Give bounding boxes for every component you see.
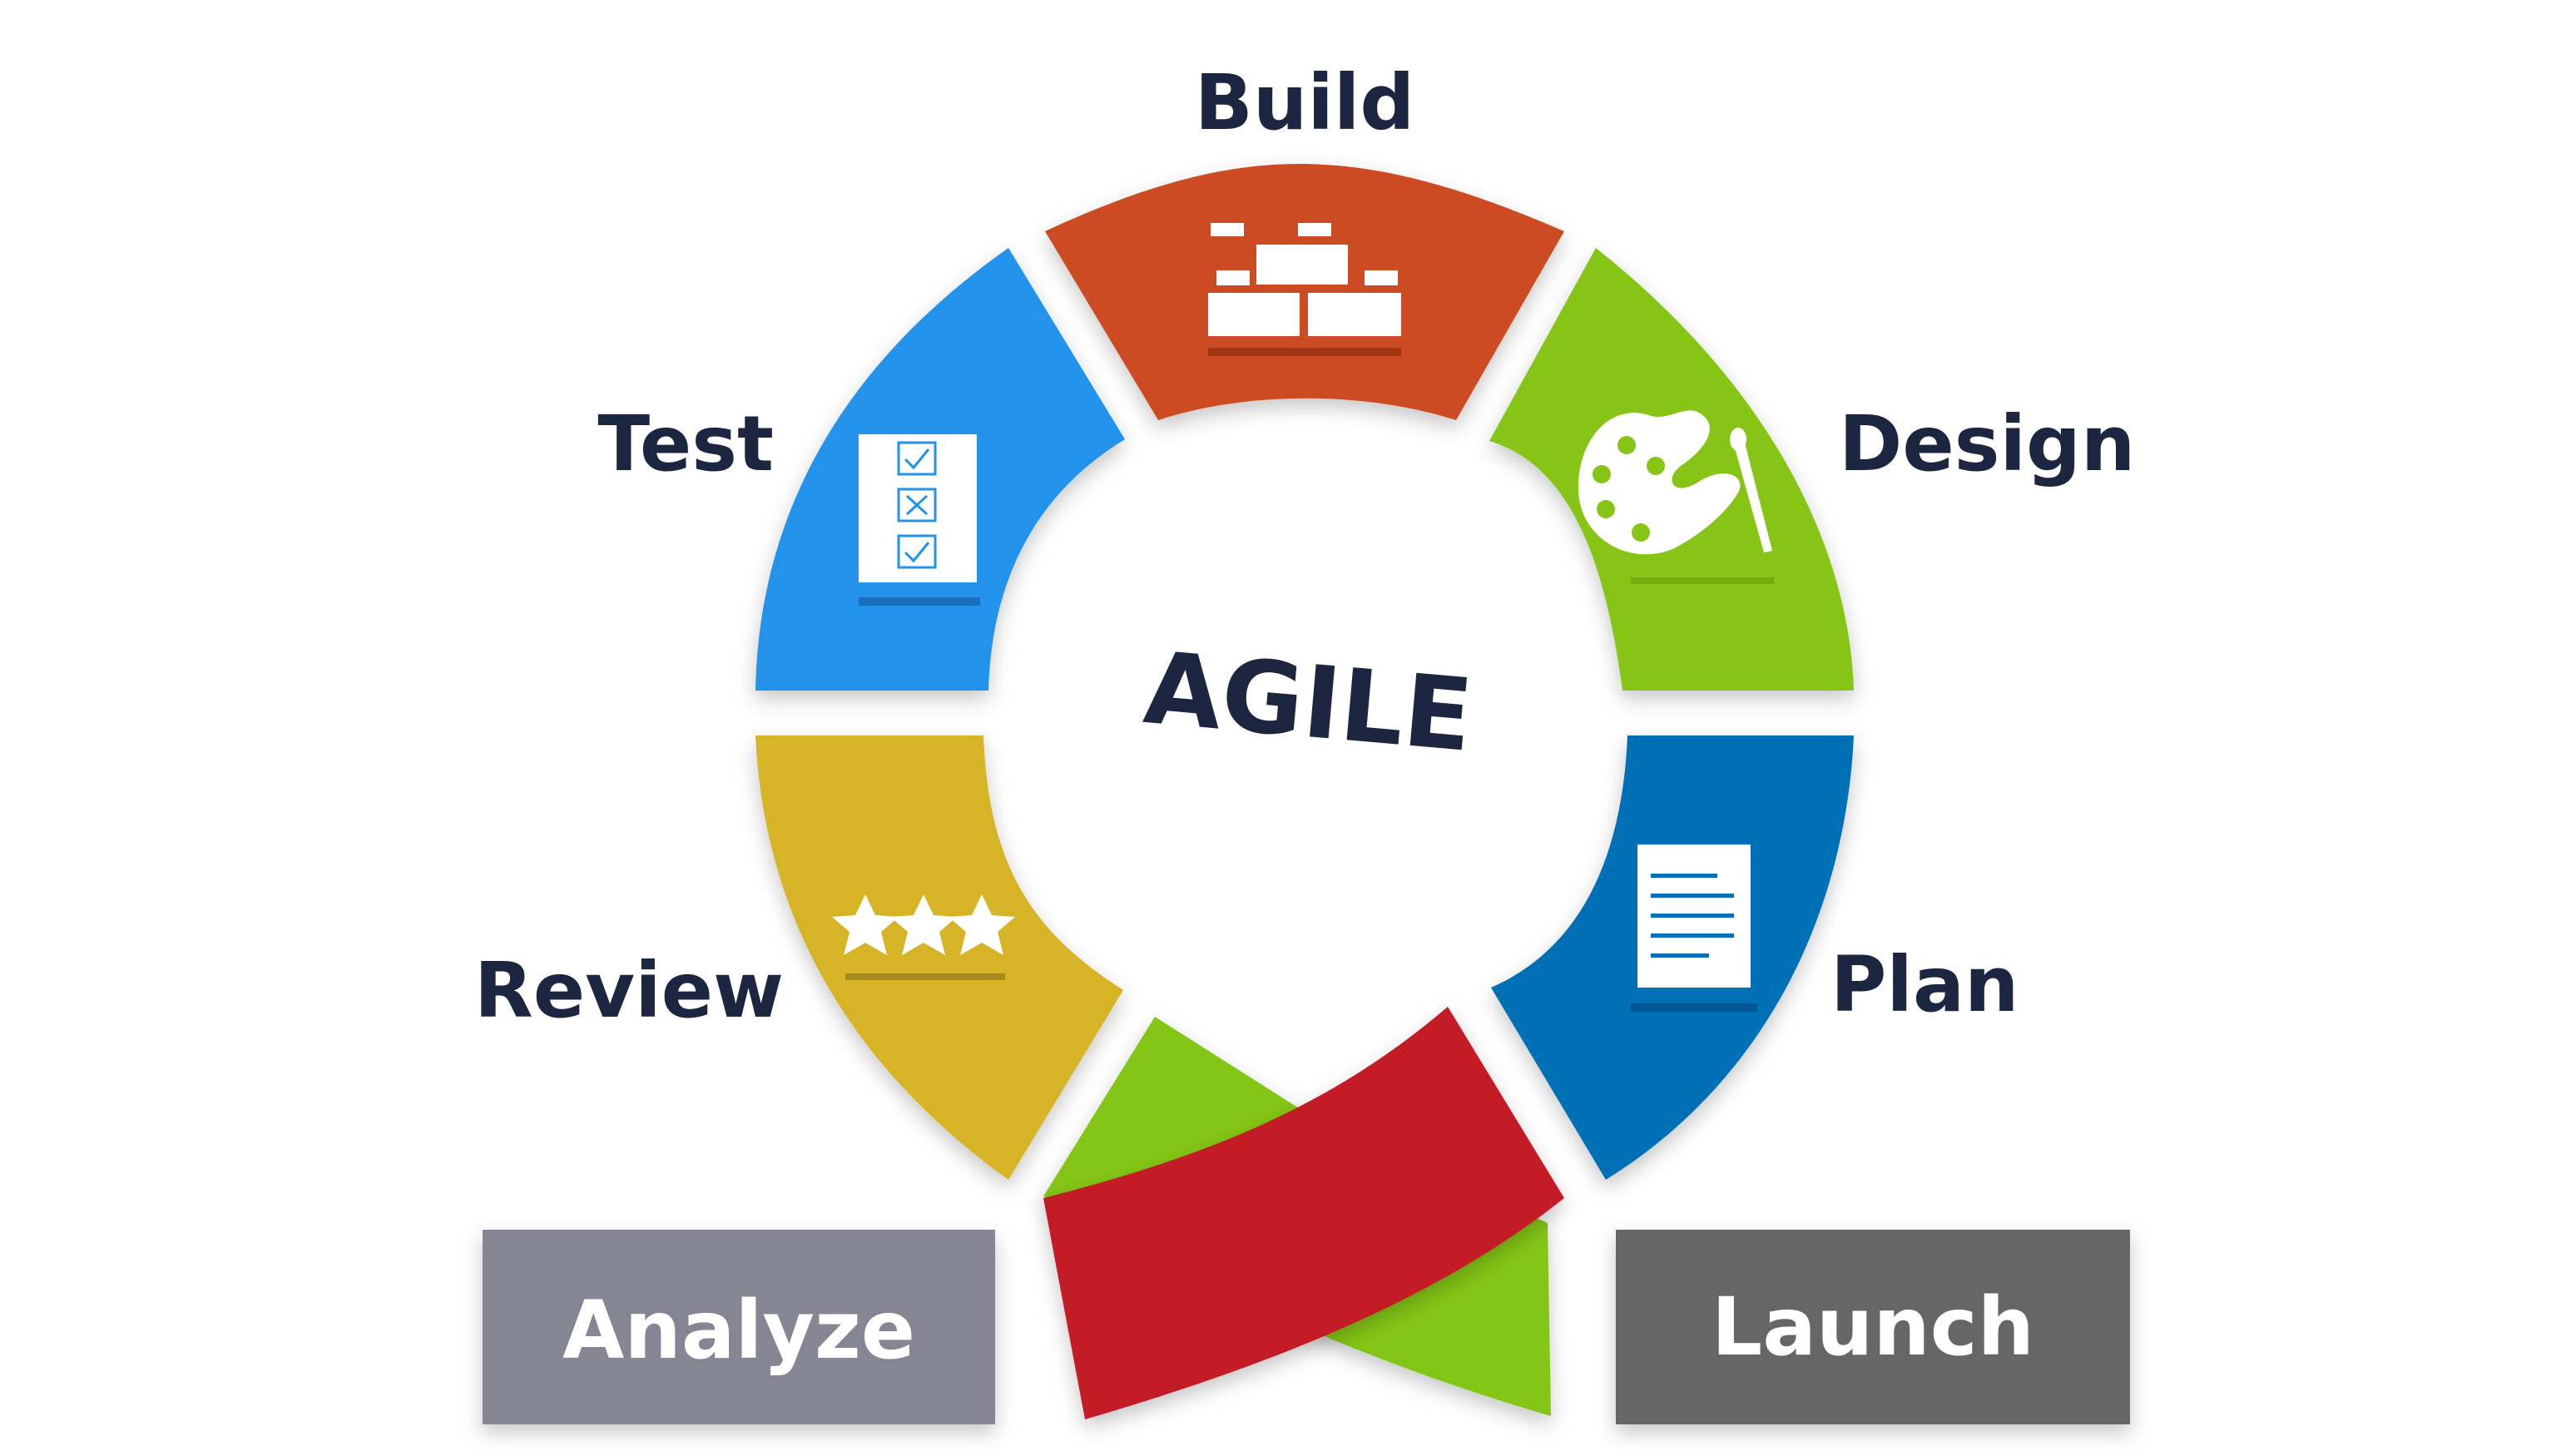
document-icon bbox=[1631, 844, 1757, 1012]
segment-build bbox=[1045, 164, 1564, 420]
ribbon-front bbox=[1043, 1007, 1564, 1419]
bricks-icon bbox=[1208, 223, 1401, 356]
launch-box: Launch bbox=[1616, 1230, 2130, 1424]
launch-label: Launch bbox=[1711, 1280, 2034, 1374]
palette-icon bbox=[1578, 410, 1774, 584]
label-build: Build bbox=[1195, 58, 1415, 147]
analyze-label: Analyze bbox=[562, 1284, 915, 1377]
checklist-icon bbox=[859, 434, 980, 606]
analyze-box: Analyze bbox=[483, 1230, 995, 1424]
label-review: Review bbox=[474, 946, 784, 1035]
segment-plan bbox=[1491, 735, 1854, 1180]
segment-design bbox=[1489, 248, 1854, 691]
center-title: AGILE bbox=[1140, 631, 1477, 775]
stars-icon bbox=[832, 894, 1015, 980]
label-design: Design bbox=[1839, 399, 2135, 488]
label-test: Test bbox=[597, 399, 774, 488]
segment-review bbox=[755, 735, 1123, 1180]
segment-test bbox=[755, 248, 1125, 691]
label-plan: Plan bbox=[1830, 940, 2019, 1029]
ribbon bbox=[1043, 1007, 1564, 1419]
